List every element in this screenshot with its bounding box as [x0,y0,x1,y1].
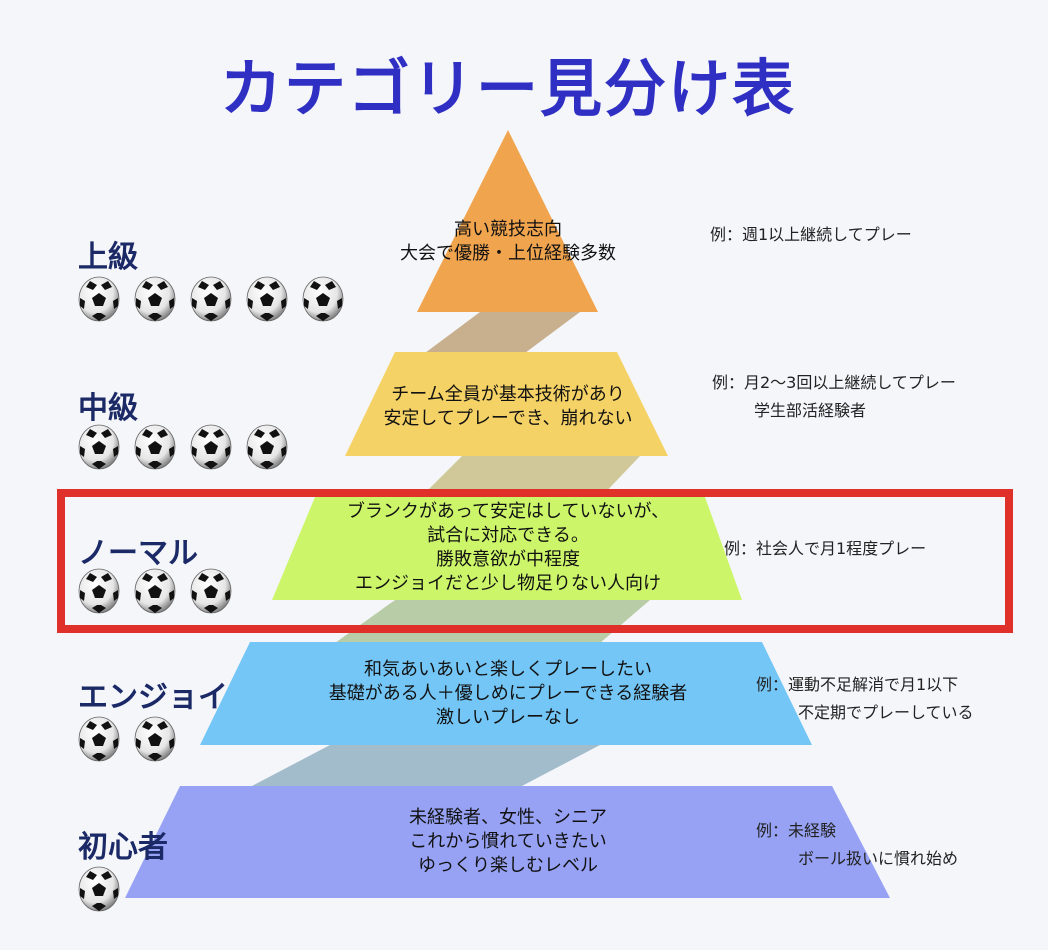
example-note: 例：社会人で月1程度プレー [724,535,926,563]
tier-description: 高い競技志向大会で優勝・上位経験多数 [400,218,616,266]
description-line: 激しいプレーなし [436,707,580,728]
description-line: チーム全員が基本技術があり [391,384,625,405]
tier-description: ブランクがあって安定はしていないが、試合に対応できる。勝敗意欲が中程度エンジョイ… [347,500,669,596]
description-line: これから慣れていきたい [409,831,607,852]
tier-description: チーム全員が基本技術があり安定してプレーでき、崩れない [383,383,632,431]
tier-shape-1 [345,352,668,456]
tier-description: 和気あいあいと楽しくプレーしたい基礎がある人＋優しめにプレーできる経験者激しいプ… [329,658,688,730]
level-label: 中級 [78,391,138,426]
description-line: 高い競技志向 [454,219,562,240]
skill-rating [76,276,346,322]
description-line: 大会で優勝・上位経験多数 [400,243,616,264]
soccer-ball-icon [132,716,178,762]
note-line: 不定期でプレーしている [798,703,974,722]
soccer-ball-icon [188,424,234,470]
note-line: 例：運動不足解消で月1以下 [756,675,959,694]
tier-description: 未経験者、女性、シニアこれから慣れていきたいゆっくり楽しむレベル [409,806,607,878]
tier-shape-3 [200,642,812,745]
skill-rating [76,568,234,614]
soccer-ball-icon [244,424,290,470]
description-line: ゆっくり楽しむレベル [418,855,598,876]
soccer-ball-icon [76,866,122,912]
level-label: 上級 [78,240,138,275]
soccer-ball-icon [76,568,122,614]
tier-shape-4 [125,786,890,898]
description-line: 試合に対応できる。 [427,525,589,546]
note-line: 例：週1以上継続してプレー [710,225,912,244]
note-line: 学生部活経験者 [754,401,867,420]
description-line: 安定してプレーでき、崩れない [383,408,633,429]
page-title: カテゴリー見分け表 [219,52,796,125]
soccer-ball-icon [132,276,178,322]
level-label: ノーマル [78,536,198,571]
description-line: エンジョイだと少し物足りない人向け [354,573,661,594]
level-label: 初心者 [78,830,168,865]
soccer-ball-icon [300,276,346,322]
note-line: 例：未経験 [756,821,837,840]
description-line: 基礎がある人＋優しめにプレーできる経験者 [328,683,688,704]
soccer-ball-icon [76,276,122,322]
note-line: 例：社会人で月1程度プレー [724,539,927,558]
connector-band [420,456,640,498]
description-line: 勝敗意欲が中程度 [435,549,580,570]
skill-rating [76,716,178,762]
highlight-box [57,489,1013,633]
level-label: エンジョイ [78,680,228,715]
example-note: 例：運動不足解消で月1以下不定期でプレーしている [756,671,974,727]
example-note: 例：月2〜3回以上継続してプレー学生部活経験者 [712,369,956,425]
soccer-ball-icon [132,424,178,470]
note-line: ボール扱いに慣れ始め [798,849,959,868]
soccer-ball-icon [76,424,122,470]
note-line: 例：月2〜3回以上継続してプレー [712,373,956,392]
soccer-ball-icon [76,716,122,762]
skill-rating [76,424,290,470]
soccer-ball-icon [244,276,290,322]
soccer-ball-icon [188,276,234,322]
connector-band [250,745,600,787]
description-line: ブランクがあって安定はしていないが、 [346,501,670,522]
example-note: 例：未経験ボール扱いに慣れ始め [756,817,958,873]
description-line: 和気あいあいと楽しくプレーしたい [364,659,652,680]
skill-rating [76,866,122,912]
example-note: 例：週1以上継続してプレー [710,221,912,249]
description-line: 未経験者、女性、シニア [409,807,607,828]
soccer-ball-icon [188,568,234,614]
soccer-ball-icon [132,568,178,614]
tier-shape-2 [272,497,742,600]
tier-shape-0 [417,130,598,312]
connector-band [425,312,580,353]
